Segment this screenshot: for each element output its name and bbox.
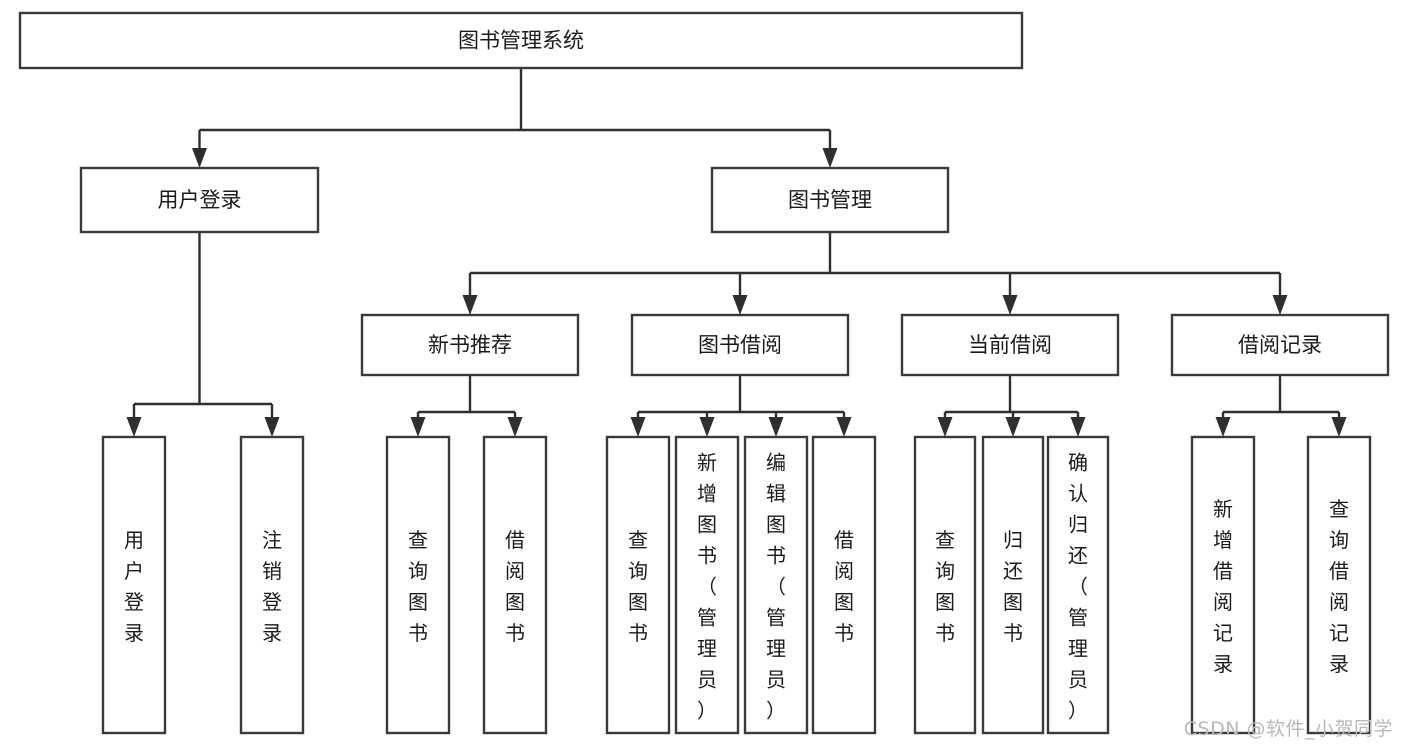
node-box-leaf-return-book	[981, 435, 1045, 735]
node-box-leaf-query-book-borrow	[605, 435, 671, 735]
node-label-leaf-confirm-return: 确认归还（管理员）	[1068, 451, 1088, 723]
node-leaf-add-borrow-record[interactable]: 新增借阅记录	[1190, 435, 1256, 735]
node-label-leaf-query-book-recommend: 查询图书	[408, 528, 428, 645]
arrow-head-new-book-recommend-0	[410, 417, 426, 437]
node-leaf-logout[interactable]: 注销登录	[239, 435, 305, 735]
node-box-leaf-query-book-current	[913, 435, 977, 735]
node-box-book-borrow	[630, 313, 850, 377]
nodes-layer: 图书管理系统用户登录图书管理新书推荐图书借阅当前借阅借阅记录用户登录注销登录查询…	[18, 11, 1390, 735]
arrow-head-new-book-recommend-1	[507, 417, 523, 437]
node-label-leaf-return-book: 归还图书	[1003, 528, 1023, 645]
node-leaf-confirm-return[interactable]: 确认归还（管理员）	[1046, 435, 1110, 735]
node-label-new-book-recommend: 新书推荐	[428, 333, 512, 357]
node-box-root	[18, 11, 1024, 70]
node-box-leaf-edit-book	[743, 435, 809, 735]
arrow-head-current-borrow-1	[1005, 417, 1021, 437]
node-box-borrow-record	[1170, 313, 1390, 377]
node-leaf-return-book[interactable]: 归还图书	[981, 435, 1045, 735]
arrow-head-user-login-1	[264, 417, 280, 437]
node-book-borrow[interactable]: 图书借阅	[630, 313, 850, 377]
node-leaf-add-book[interactable]: 新增图书（管理员）	[674, 435, 740, 735]
arrow-head-book-borrow-1	[699, 417, 715, 437]
node-leaf-query-book-borrow[interactable]: 查询图书	[605, 435, 671, 735]
node-label-leaf-query-book-current: 查询图书	[935, 528, 955, 645]
node-box-leaf-add-book	[674, 435, 740, 735]
arrow-head-book-borrow-2	[768, 417, 784, 437]
node-box-leaf-borrow-book	[811, 435, 877, 735]
node-new-book-recommend[interactable]: 新书推荐	[360, 313, 580, 377]
node-leaf-borrow-book-recommend[interactable]: 借阅图书	[482, 435, 548, 735]
node-box-new-book-recommend	[360, 313, 580, 377]
arrow-head-root-0	[192, 148, 207, 168]
node-label-root: 图书管理系统	[458, 29, 584, 53]
arrow-head-book-management-0	[462, 295, 478, 315]
arrow-head-user-login-0	[126, 417, 142, 437]
node-box-leaf-user-login	[101, 435, 167, 735]
arrow-head-book-management-1	[732, 295, 748, 315]
arrow-head-book-borrow-0	[630, 417, 646, 437]
node-label-leaf-add-book: 新增图书（管理员）	[697, 451, 717, 723]
node-box-leaf-confirm-return	[1046, 435, 1110, 735]
node-current-borrow[interactable]: 当前借阅	[900, 313, 1120, 377]
node-box-user-login	[79, 166, 320, 234]
node-label-leaf-borrow-book-recommend: 借阅图书	[505, 528, 525, 645]
node-leaf-query-borrow-record[interactable]: 查询借阅记录	[1306, 435, 1372, 735]
node-book-management[interactable]: 图书管理	[710, 166, 950, 234]
node-leaf-edit-book[interactable]: 编辑图书（管理员）	[743, 435, 809, 735]
arrow-head-current-borrow-2	[1070, 417, 1086, 437]
node-user-login[interactable]: 用户登录	[79, 166, 320, 234]
node-label-leaf-query-borrow-record: 查询借阅记录	[1329, 497, 1349, 676]
node-label-leaf-user-login: 用户登录	[124, 528, 144, 645]
node-label-leaf-add-borrow-record: 新增借阅记录	[1213, 497, 1233, 676]
node-leaf-query-book-current[interactable]: 查询图书	[913, 435, 977, 735]
node-label-book-borrow: 图书借阅	[698, 333, 782, 357]
arrow-head-book-management-3	[1272, 295, 1288, 315]
node-leaf-borrow-book[interactable]: 借阅图书	[811, 435, 877, 735]
node-label-leaf-logout: 注销登录	[262, 528, 282, 645]
node-box-leaf-borrow-book-recommend	[482, 435, 548, 735]
node-borrow-record[interactable]: 借阅记录	[1170, 313, 1390, 377]
arrow-head-borrow-record-1	[1331, 417, 1347, 437]
node-label-current-borrow: 当前借阅	[968, 333, 1052, 357]
arrow-head-current-borrow-0	[937, 417, 953, 437]
node-label-leaf-edit-book: 编辑图书（管理员）	[766, 451, 786, 723]
node-label-borrow-record: 借阅记录	[1238, 333, 1322, 357]
node-box-leaf-query-book-recommend	[385, 435, 451, 735]
arrow-head-borrow-record-0	[1215, 417, 1231, 437]
node-box-leaf-add-borrow-record	[1190, 435, 1256, 735]
node-leaf-query-book-recommend[interactable]: 查询图书	[385, 435, 451, 735]
node-label-book-management: 图书管理	[788, 188, 872, 212]
node-label-leaf-query-book-borrow: 查询图书	[628, 528, 648, 645]
node-label-leaf-borrow-book: 借阅图书	[834, 528, 854, 645]
node-label-user-login: 用户登录	[158, 188, 242, 212]
node-box-leaf-logout	[239, 435, 305, 735]
node-box-book-management	[710, 166, 950, 234]
node-root[interactable]: 图书管理系统	[18, 11, 1024, 70]
arrow-head-root-1	[822, 148, 838, 168]
arrow-head-book-management-2	[1002, 295, 1018, 315]
edges-layer	[126, 68, 1347, 437]
node-box-current-borrow	[900, 313, 1120, 377]
node-leaf-user-login[interactable]: 用户登录	[101, 435, 167, 735]
arrow-head-book-borrow-3	[836, 417, 852, 437]
node-box-leaf-query-borrow-record	[1306, 435, 1372, 735]
